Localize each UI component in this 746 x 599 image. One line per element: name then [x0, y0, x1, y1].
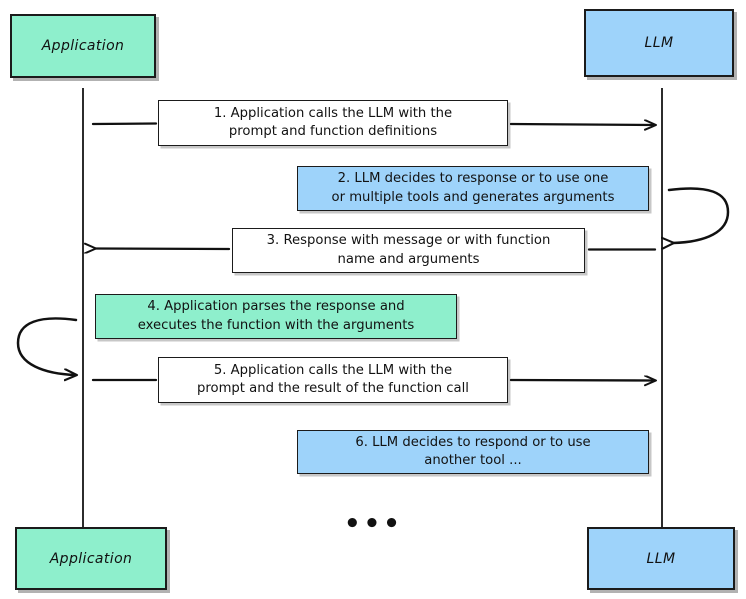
message-box-1[interactable]: 1. Application calls the LLM with the pr… [158, 100, 508, 146]
continuation-ellipsis: ••• [344, 509, 403, 539]
message-4-line-2: executes the function with the arguments [137, 317, 415, 333]
message-box-2[interactable]: 2. LLM decides to response or to use one… [297, 166, 649, 211]
lifeline-application [82, 88, 84, 534]
participant-llm-top-label: LLM [644, 35, 674, 51]
message-1-line-2: prompt and function definitions [228, 124, 438, 139]
message-3-line-1: 3. Response with message or with functio… [266, 233, 551, 249]
arrow-message-4-selfloop [16, 317, 76, 375]
message-4-line-1: 4. Application parses the response and [147, 299, 405, 315]
participant-application-top[interactable]: Application [10, 14, 156, 78]
message-4-text: 4. Application parses the response and e… [138, 298, 415, 334]
message-1-text: 1. Application calls the LLM with the pr… [214, 105, 452, 141]
arrow-message-1 [509, 124, 655, 125]
message-3-text: 3. Response with message or with functio… [267, 232, 551, 268]
arrow-message-3 [95, 249, 231, 250]
arrow-message-1-stub [91, 122, 158, 126]
message-6-line-1: 6. LLM decides to respond or to use [355, 434, 591, 450]
participant-application-bottom[interactable]: Application [15, 527, 167, 590]
message-5-line-2: prompt and the result of the function ca… [197, 381, 469, 396]
message-box-4[interactable]: 4. Application parses the response and e… [95, 294, 457, 339]
message-3-line-2: name and arguments [337, 251, 480, 267]
lifeline-llm [661, 88, 663, 534]
message-box-3[interactable]: 3. Response with message or with functio… [232, 228, 585, 273]
message-5-line-1: 5. Application calls the LLM with the [213, 362, 453, 378]
message-box-5[interactable]: 5. Application calls the LLM with the pr… [158, 357, 508, 403]
message-1-line-1: 1. Application calls the LLM with the [213, 105, 453, 121]
participant-llm-bottom[interactable]: LLM [587, 527, 735, 590]
message-6-text: 6. LLM decides to respond or to use anot… [355, 434, 590, 470]
message-box-6[interactable]: 6. LLM decides to respond or to use anot… [297, 430, 649, 474]
message-2-line-1: 2. LLM decides to response or to use one [337, 171, 609, 187]
arrow-message-2-selfloop [669, 187, 730, 243]
participant-application-top-label: Application [41, 38, 125, 54]
message-2-text: 2. LLM decides to response or to use one… [332, 170, 615, 206]
participant-llm-top[interactable]: LLM [584, 9, 734, 77]
message-6-line-2: another tool ... [424, 453, 522, 468]
message-2-line-2: or multiple tools and generates argument… [331, 189, 615, 205]
message-5-text: 5. Application calls the LLM with the pr… [197, 362, 469, 398]
participant-application-bottom-label: Application [49, 550, 133, 567]
arrow-message-5 [509, 380, 655, 381]
participant-llm-bottom-label: LLM [646, 550, 676, 567]
